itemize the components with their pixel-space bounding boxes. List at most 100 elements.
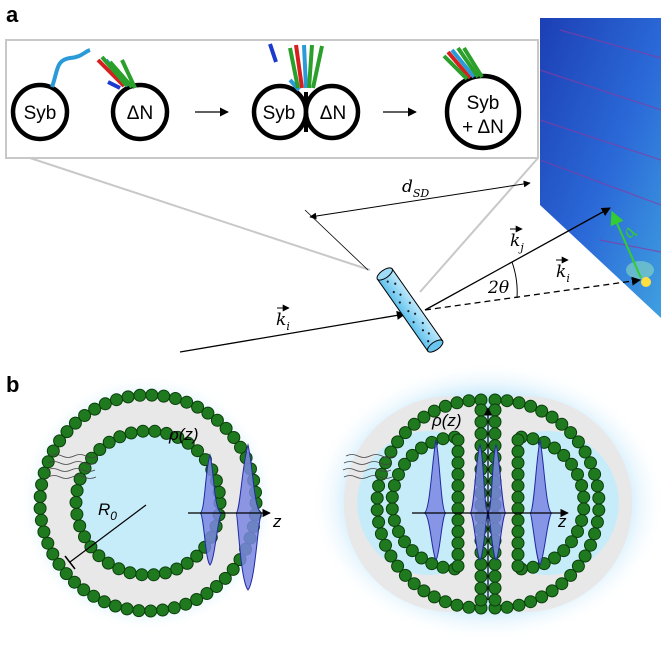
transmitted-k-symbol: k: [556, 262, 566, 282]
snare-helices: [96, 55, 137, 90]
lipid-head: [571, 559, 585, 573]
lipid-head: [588, 467, 602, 481]
lipid-head: [372, 479, 386, 493]
lipid-head: [577, 502, 591, 516]
lipid-tails: [46, 454, 99, 479]
lipid-head: [450, 396, 464, 410]
lipid-head: [157, 389, 171, 403]
lipid-head: [545, 410, 559, 424]
incident-k-symbol: k: [276, 310, 286, 330]
lipid-heads: [370, 393, 606, 615]
projection-line: [419, 157, 539, 293]
lipid-head: [113, 430, 127, 444]
lipid-head: [392, 525, 405, 538]
syb-label: Syb: [24, 103, 57, 124]
lipid-head: [392, 468, 405, 481]
lipid-head: [180, 556, 194, 570]
lipid-head: [102, 435, 116, 449]
lipid-head: [590, 479, 604, 493]
distance-d: d: [402, 177, 413, 197]
lipid-head: [526, 432, 540, 446]
lipid-head: [571, 525, 584, 538]
lipid-head: [46, 547, 60, 561]
z-axis-label: z: [272, 512, 282, 531]
lipid-head: [41, 536, 55, 550]
lipid-head: [52, 557, 66, 571]
lipid-head: [462, 394, 476, 408]
lipid-head: [73, 472, 87, 486]
lipid-head: [391, 559, 405, 573]
rho-label: ρ(z): [168, 425, 199, 444]
delta-n-vesicle: [110, 82, 170, 142]
distance-label: dSD: [402, 177, 429, 200]
lipid-head: [227, 431, 241, 444]
lipid-head: [451, 467, 465, 481]
lipid-head: [37, 525, 51, 539]
lipid-head: [474, 581, 488, 595]
transmitted-beam: [424, 276, 641, 311]
lipid-head: [59, 567, 73, 581]
lipid-head: [474, 593, 488, 607]
lipid-head: [398, 426, 412, 440]
lipid-head: [226, 562, 240, 576]
lipid-tails: [342, 454, 395, 479]
fused-label: + ΔN: [462, 117, 504, 138]
lipid-head: [565, 457, 578, 471]
lipid-head: [451, 548, 465, 561]
lipid-head: [474, 403, 488, 417]
lipid-head: [450, 598, 464, 612]
lipid-head: [191, 400, 205, 414]
lipid-head: [575, 514, 589, 527]
lipid-head: [385, 502, 399, 516]
radius-sub: 0: [110, 509, 117, 523]
lipid-head: [124, 426, 138, 440]
lipid-head: [170, 562, 184, 576]
lipid-head: [210, 413, 224, 427]
lipid-head: [474, 557, 488, 571]
lipid-head: [46, 444, 60, 458]
lipid-head: [451, 490, 465, 504]
lipid-head: [511, 559, 525, 573]
lipid-head: [234, 440, 247, 454]
lipid-head: [488, 403, 502, 417]
radius-line: [69, 504, 147, 563]
lipid-head: [158, 566, 172, 580]
sample-capillary: [376, 267, 444, 353]
lipid-head: [571, 468, 584, 481]
lipid-head: [70, 484, 84, 498]
lipid-head: [98, 397, 112, 411]
lipid-head: [180, 395, 194, 409]
lipid-head: [451, 456, 465, 470]
lipid-head: [451, 559, 465, 573]
density-profile: [412, 439, 553, 566]
lipid-head: [92, 549, 106, 563]
lipid-head: [148, 424, 162, 438]
distance-extension: [304, 209, 369, 271]
lipid-head: [144, 604, 158, 618]
lipid-head: [160, 426, 173, 440]
panel-a-label: a: [6, 2, 19, 27]
lipid-head: [370, 491, 384, 505]
lipid-head: [190, 549, 204, 563]
lipid-head: [451, 479, 465, 493]
scattering-angle-arc: [511, 261, 518, 299]
lipid-head: [156, 603, 170, 617]
lipid-head: [145, 388, 159, 402]
lipid-head: [87, 589, 101, 603]
distance-sub: SD: [413, 187, 430, 200]
radius-r: R: [98, 500, 110, 519]
stage-3: Syb + ΔN: [442, 46, 522, 151]
lipid-head: [535, 590, 549, 604]
delta-n-label: ΔN: [320, 103, 346, 124]
lipid-head: [417, 410, 431, 424]
lipid-head: [191, 444, 204, 458]
lipid-head: [68, 575, 81, 589]
lipid-head: [201, 406, 215, 420]
lipid-head: [101, 556, 115, 570]
lipid-head: [548, 551, 561, 565]
syb-vesicle: [10, 82, 70, 142]
lipid-head: [557, 448, 571, 462]
delta-n-label: ΔN: [127, 103, 153, 124]
lipid-head: [417, 584, 431, 598]
lipid-head: [372, 515, 386, 529]
